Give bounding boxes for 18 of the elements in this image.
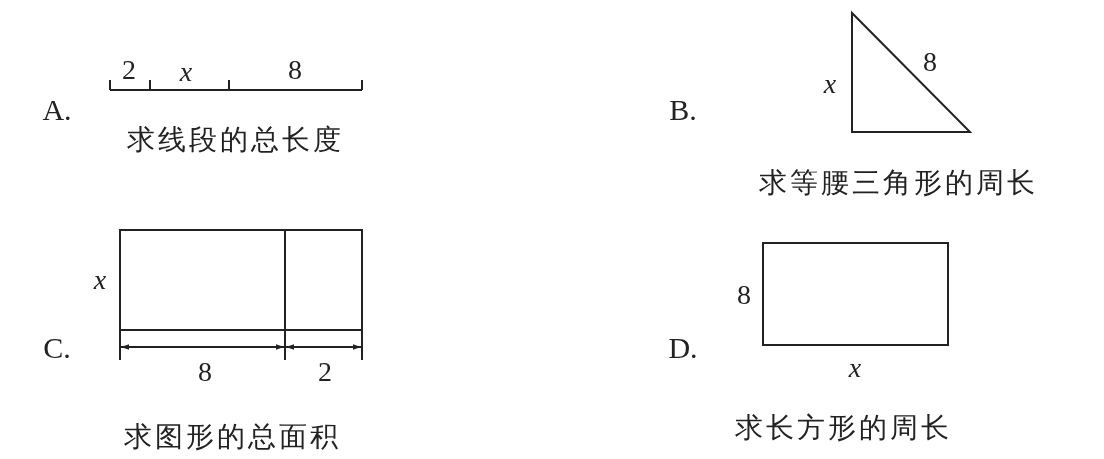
- option-letter: B.: [669, 95, 697, 125]
- length-label: 8: [288, 56, 302, 84]
- length-label: 2: [318, 358, 332, 386]
- length-label: 2: [122, 56, 136, 84]
- length-label: 8: [198, 358, 212, 386]
- length-label: x: [179, 58, 193, 86]
- question-text: 求线段的总长度: [126, 126, 344, 154]
- length-label: x: [93, 266, 107, 294]
- length-label: x: [848, 354, 862, 382]
- option-letter: C.: [43, 333, 71, 363]
- option-letter: D.: [668, 333, 698, 363]
- question-text: 求等腰三角形的周长: [758, 169, 1038, 197]
- question-text: 求图形的总面积: [123, 423, 341, 451]
- length-label: 8: [737, 281, 751, 309]
- question-text: 求长方形的周长: [734, 414, 952, 442]
- option-letter: A.: [42, 95, 72, 125]
- length-label: 8: [923, 48, 937, 76]
- length-label: x: [823, 70, 837, 98]
